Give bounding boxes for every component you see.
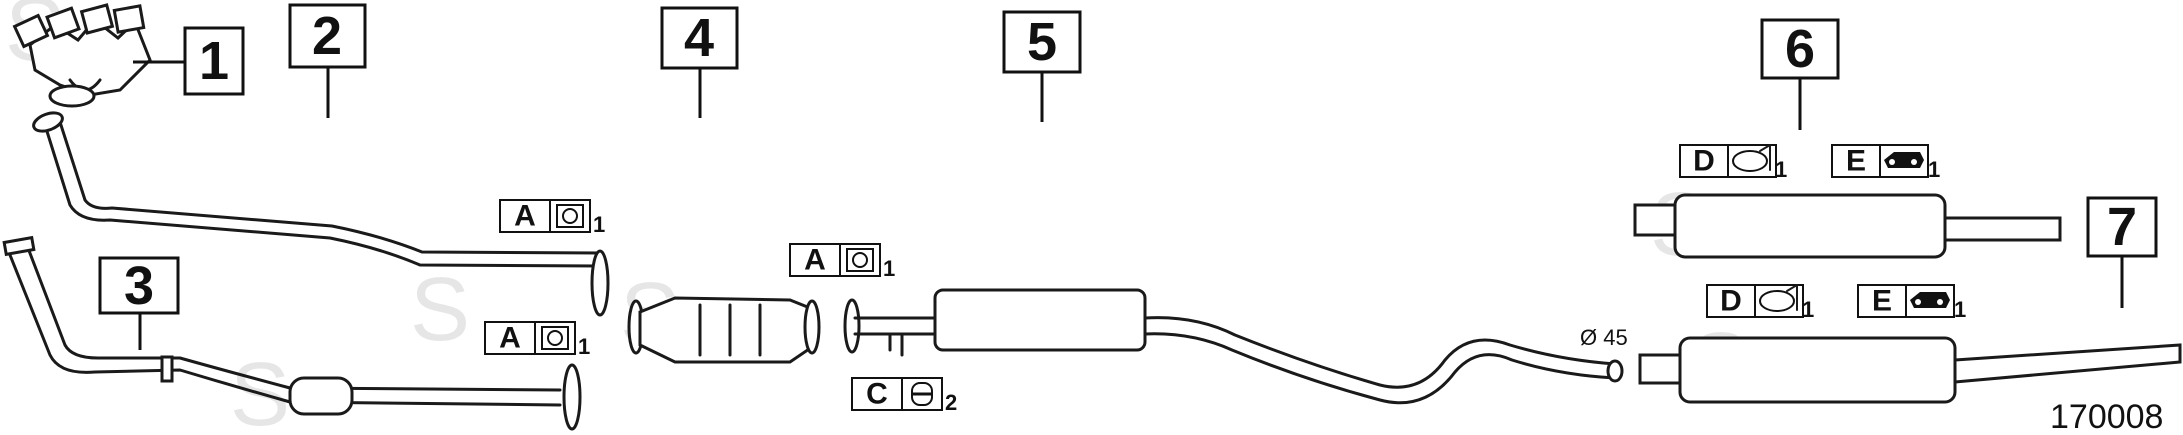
watermark-layer: S S S S S S	[5, 0, 1750, 435]
callout-3: 3	[98, 256, 180, 316]
part-code-letter: A	[514, 200, 536, 233]
part-code-qty: 1	[883, 256, 895, 281]
part-code-letter: E	[1846, 145, 1866, 178]
part-code-a-upper: A 1	[499, 199, 605, 237]
gasket-flange-icon	[556, 204, 584, 228]
part-code-c: C 2	[851, 377, 957, 415]
rear-muffler-lower	[1638, 336, 2182, 404]
rubber-mount-icon	[1910, 292, 1950, 308]
figure-number: 170008	[2050, 398, 2163, 435]
part-code-qty: 1	[578, 334, 590, 359]
callout-label: 6	[1785, 19, 1815, 79]
watermark-letter: S	[230, 345, 290, 435]
part-code-letter: A	[499, 322, 521, 355]
part-code-qty: 1	[1775, 157, 1787, 182]
part-code-a-lower: A 1	[484, 321, 590, 359]
callout-label: 5	[1027, 12, 1057, 72]
front-pipe-upper	[32, 111, 610, 317]
gasket-flange-icon	[541, 326, 569, 350]
callout-label: 7	[2107, 197, 2137, 257]
part-code-e-upper: E 1	[1831, 144, 1940, 182]
rubber-mount-icon	[1884, 152, 1924, 168]
hanger-ring-icon	[1732, 144, 1771, 172]
callout-2: 2	[288, 3, 367, 69]
callout-label: 2	[312, 6, 342, 66]
callout-4: 4	[660, 6, 739, 70]
front-pipe-lower	[2, 235, 582, 431]
rear-muffler-upper	[1633, 193, 2062, 259]
part-code-letter: D	[1693, 145, 1715, 178]
callout-1: 1	[183, 26, 245, 96]
part-code-qty: 2	[945, 390, 957, 415]
part-code-d-upper: D 1	[1679, 144, 1787, 182]
centre-muffler-pipe	[843, 288, 1624, 405]
part-code-qty: 1	[1928, 157, 1940, 182]
catalytic-converter	[627, 296, 821, 364]
exhaust-manifold	[12, 3, 152, 108]
callout-label: 1	[199, 31, 229, 91]
part-code-qty: 1	[1802, 297, 1814, 322]
hanger-ring-icon	[1759, 284, 1798, 312]
part-code-qty: 1	[593, 212, 605, 237]
part-code-letter: E	[1872, 285, 1892, 318]
part-code-e-lower: E 1	[1857, 284, 1966, 322]
callout-label: 3	[124, 256, 154, 316]
watermark-letter: S	[410, 260, 470, 360]
callout-5: 5	[1002, 10, 1082, 74]
callout-6: 6	[1760, 18, 1840, 80]
gasket-flange-icon	[846, 248, 874, 272]
diameter-label: Ø 45	[1580, 325, 1628, 350]
part-code-a-center: A 1	[789, 243, 895, 281]
leader-lines	[133, 60, 2124, 350]
part-code-letter: D	[1720, 285, 1742, 318]
callout-7: 7	[2086, 196, 2158, 258]
clamp-icon	[911, 382, 933, 406]
callout-label: 4	[684, 8, 714, 68]
part-code-letter: C	[866, 378, 888, 411]
part-code-d-lower: D 1	[1706, 284, 1814, 322]
part-code-letter: A	[804, 244, 826, 277]
part-code-qty: 1	[1954, 297, 1966, 322]
